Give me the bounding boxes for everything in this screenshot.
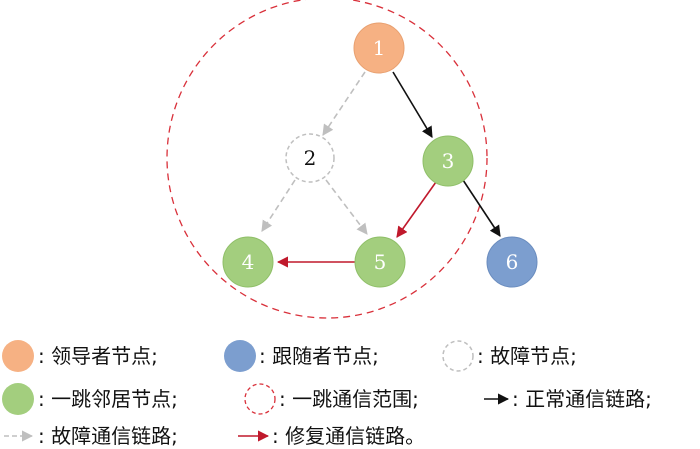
legend-normal-link-label: : 正常通信链路; xyxy=(512,387,652,411)
legend-fault-link-label: : 故障通信链路; xyxy=(38,424,178,448)
range-swatch-icon xyxy=(244,383,276,415)
node-3-label: 3 xyxy=(442,149,455,173)
fault-link-2-5 xyxy=(325,179,368,235)
normal-link-3-6 xyxy=(462,179,501,237)
legend-repair-link-label: : 修复通信链路。 xyxy=(272,424,425,448)
legend-fault-node-label: : 故障节点; xyxy=(477,344,577,368)
node-5: 5 xyxy=(354,236,406,288)
node-4-label: 4 xyxy=(242,250,255,274)
node-2: 2 xyxy=(285,133,335,183)
legend-range: : 一跳通信范围; xyxy=(244,383,419,415)
legend-normal-link: : 正常通信链路; xyxy=(484,387,652,411)
legend-fault-node: : 故障节点; xyxy=(442,340,577,372)
follower-swatch-icon xyxy=(224,340,256,372)
legend-leader-label: : 领导者节点; xyxy=(38,344,158,368)
legend-neighbor: : 一跳邻居节点; xyxy=(2,383,178,415)
node-6-label: 6 xyxy=(506,250,519,274)
legend-range-label: : 一跳通信范围; xyxy=(279,387,419,411)
legend-leader: : 领导者节点; xyxy=(2,340,158,372)
repair-link-3-5 xyxy=(396,181,437,238)
legend-follower-label: : 跟随者节点; xyxy=(259,344,379,368)
legend-fault-link: : 故障通信链路; xyxy=(4,424,178,448)
fault-link-1-2 xyxy=(322,71,366,136)
legend-repair-link: : 修复通信链路。 xyxy=(238,424,425,448)
node-2-label: 2 xyxy=(304,146,317,170)
node-6: 6 xyxy=(486,236,538,288)
node-3: 3 xyxy=(422,135,474,187)
node-1-label: 1 xyxy=(373,36,386,60)
legend-neighbor-label: : 一跳邻居节点; xyxy=(38,387,178,411)
node-5-label: 5 xyxy=(374,250,387,274)
leader-swatch-icon xyxy=(2,340,34,372)
legend-follower: : 跟随者节点; xyxy=(224,340,379,372)
node-4: 4 xyxy=(222,236,274,288)
fault-node-swatch-icon xyxy=(442,340,474,372)
neighbor-swatch-icon xyxy=(2,383,34,415)
one-hop-range-circle xyxy=(166,0,488,319)
fault-link-2-4 xyxy=(261,179,296,232)
node-1: 1 xyxy=(353,22,405,74)
normal-link-1-3 xyxy=(392,71,433,138)
